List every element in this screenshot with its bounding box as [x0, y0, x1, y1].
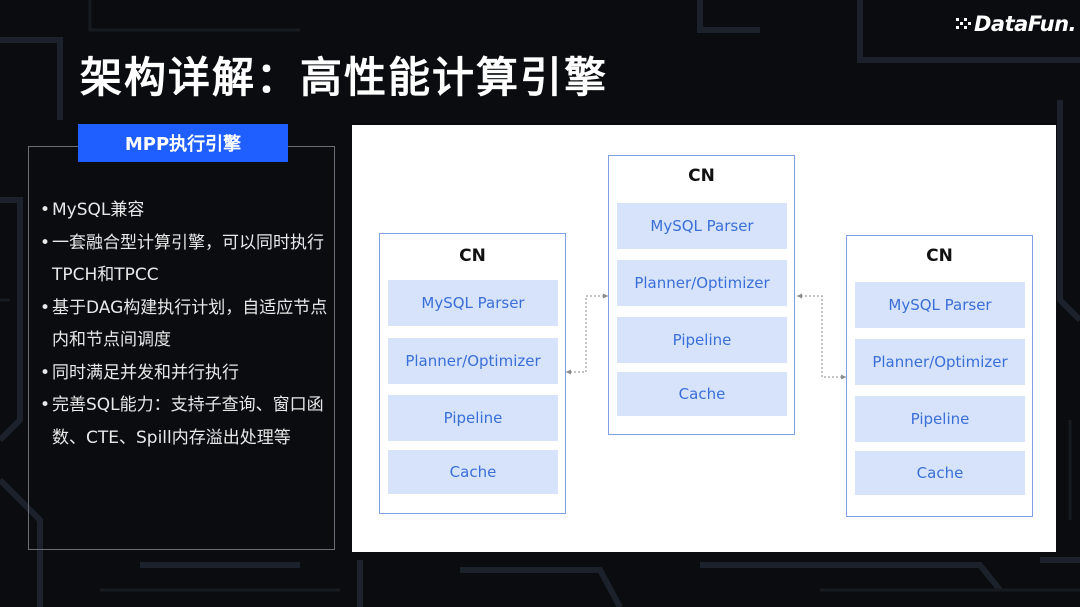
arrow-head-center-a — [603, 293, 608, 299]
logo-dots-icon — [956, 18, 971, 29]
node-title: CN — [926, 246, 953, 266]
feature-item: 一套融合型计算引擎，可以同时执行TPCH和TPCC — [40, 227, 332, 292]
arrow-head-center-b — [797, 293, 802, 299]
node-component: MySQL Parser — [855, 282, 1025, 328]
link-left-to-center — [566, 295, 608, 373]
node-component: Cache — [388, 450, 558, 494]
node-component: Cache — [617, 372, 787, 416]
node-component: MySQL Parser — [388, 280, 558, 326]
datafun-logo: DataFun. — [956, 12, 1077, 36]
node-component: MySQL Parser — [617, 203, 787, 249]
panel-label: MPP执行引擎 — [78, 124, 288, 162]
compute-node: CN MySQL Parser Planner/Optimizer Pipeli… — [608, 155, 795, 435]
node-title: CN — [459, 246, 486, 266]
compute-node: CN MySQL Parser Planner/Optimizer Pipeli… — [379, 233, 566, 514]
arrow-head-left — [566, 369, 571, 375]
node-component: Planner/Optimizer — [617, 260, 787, 306]
node-component: Cache — [855, 451, 1025, 495]
compute-node: CN MySQL Parser Planner/Optimizer Pipeli… — [846, 235, 1033, 517]
link-center-to-right — [797, 295, 846, 378]
feature-list: MySQL兼容 一套融合型计算引擎，可以同时执行TPCH和TPCC 基于DAG构… — [40, 194, 332, 454]
node-component: Pipeline — [855, 396, 1025, 442]
node-component: Pipeline — [388, 395, 558, 441]
feature-item: 基于DAG构建执行计划，自适应节点内和节点间调度 — [40, 292, 332, 357]
arrow-head-right — [841, 374, 846, 380]
architecture-diagram: CN MySQL Parser Planner/Optimizer Pipeli… — [352, 125, 1056, 552]
feature-item: MySQL兼容 — [40, 194, 332, 227]
node-component: Pipeline — [617, 317, 787, 363]
feature-item: 同时满足并发和并行执行 — [40, 357, 332, 390]
page-title: 架构详解：高性能计算引擎 — [80, 53, 609, 102]
node-links — [566, 293, 846, 380]
node-component: Planner/Optimizer — [388, 338, 558, 384]
feature-item: 完善SQL能力：支持子查询、窗口函数、CTE、Spill内存溢出处理等 — [40, 389, 332, 454]
logo-text: DataFun. — [974, 12, 1077, 36]
node-title: CN — [688, 166, 715, 186]
node-component: Planner/Optimizer — [855, 339, 1025, 385]
